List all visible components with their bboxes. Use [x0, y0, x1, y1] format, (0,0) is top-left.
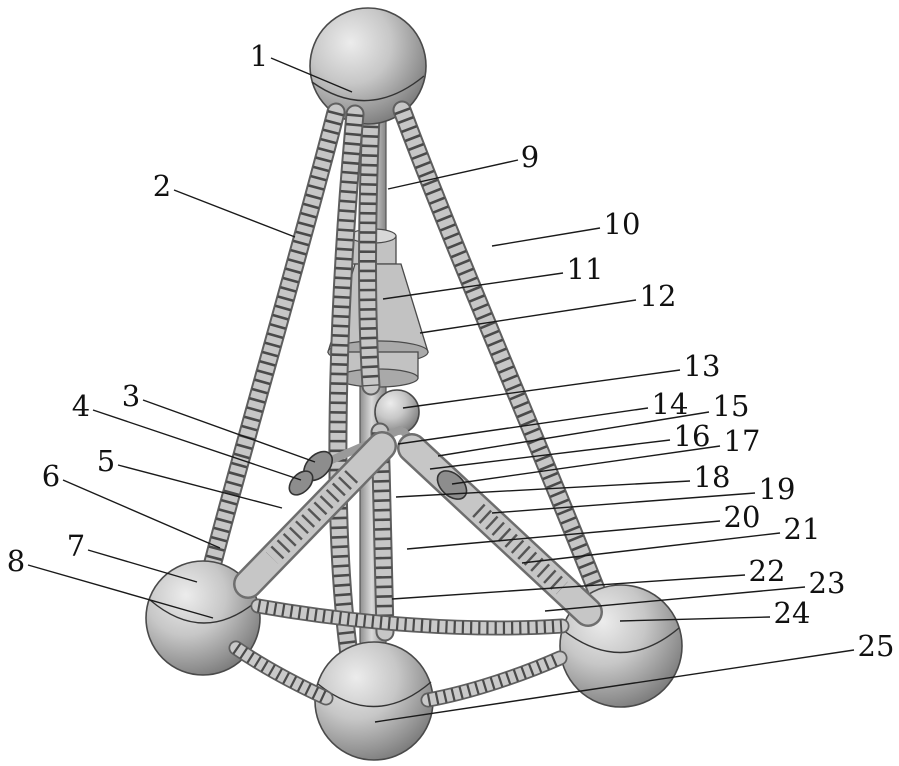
- flange-ring-left-lower: [288, 470, 314, 496]
- leader-line-22: [391, 574, 746, 600]
- part-label-24: 24: [774, 596, 811, 630]
- part-label-21: 21: [784, 512, 821, 546]
- part-label-10: 10: [604, 207, 641, 241]
- leader-line-17: [451, 445, 721, 485]
- part-label-14: 14: [652, 387, 689, 421]
- leader-line-4: [92, 409, 302, 481]
- edge-spring-right: [392, 100, 611, 612]
- leader-line-2: [173, 189, 296, 238]
- leader-line-25: [374, 649, 855, 723]
- part-label-9: 9: [521, 140, 539, 174]
- leader-line-7: [87, 549, 198, 583]
- edge-spring-left: [202, 102, 346, 576]
- part-label-4: 4: [72, 389, 90, 423]
- part-label-23: 23: [809, 566, 846, 600]
- leader-line-21: [521, 532, 781, 564]
- leader-line-12: [419, 299, 637, 334]
- part-label-6: 6: [42, 459, 60, 493]
- base-spring-front-right: [420, 650, 568, 708]
- part-label-11: 11: [567, 252, 604, 286]
- base-sphere-right-seam: [562, 627, 680, 654]
- part-label-20: 20: [724, 500, 761, 534]
- part-label-18: 18: [694, 460, 731, 494]
- leader-line-13: [402, 369, 681, 409]
- apex-sphere-seam: [311, 75, 425, 102]
- leader-line-5: [117, 464, 283, 509]
- leader-line-18: [395, 480, 691, 498]
- part-label-15: 15: [713, 389, 750, 423]
- leader-line-14: [397, 407, 649, 445]
- base-sphere-left-seam: [149, 599, 259, 624]
- apex-sphere: [309, 7, 427, 125]
- leader-line-8: [27, 564, 214, 619]
- leader-line-15: [437, 411, 710, 457]
- part-label-3: 3: [122, 379, 140, 413]
- part-label-13: 13: [684, 349, 721, 383]
- leader-line-23: [544, 586, 806, 612]
- part-label-7: 7: [67, 529, 85, 563]
- damper-tube-left: [233, 426, 404, 599]
- part-label-2: 2: [153, 169, 171, 203]
- leader-line-6: [62, 479, 221, 549]
- leader-line-1: [270, 57, 353, 93]
- leader-line-9: [387, 159, 519, 190]
- leader-line-16: [429, 439, 671, 470]
- column-spring-upper: [358, 106, 381, 396]
- part-label-17: 17: [724, 424, 761, 458]
- leader-line-3: [142, 399, 316, 463]
- part-label-1: 1: [250, 39, 268, 73]
- part-label-12: 12: [640, 279, 677, 313]
- base-spring-back: [250, 598, 570, 636]
- edge-spring-front: [328, 104, 365, 672]
- part-label-16: 16: [674, 419, 711, 453]
- tetrahedral-mechanism: [145, 7, 683, 761]
- part-label-19: 19: [759, 472, 796, 506]
- leader-line-10: [491, 227, 601, 247]
- leader-line-19: [491, 492, 756, 514]
- leader-line-11: [382, 272, 564, 300]
- base-spring-left-front: [228, 640, 334, 706]
- part-label-8: 8: [7, 544, 25, 578]
- leader-line-20: [406, 520, 721, 550]
- leader-line-24: [619, 616, 771, 622]
- part-label-25: 25: [858, 629, 895, 663]
- part-label-22: 22: [749, 554, 786, 588]
- flange-ring-right: [436, 470, 468, 500]
- damper-tube-right: [397, 428, 603, 627]
- part-label-5: 5: [97, 444, 115, 478]
